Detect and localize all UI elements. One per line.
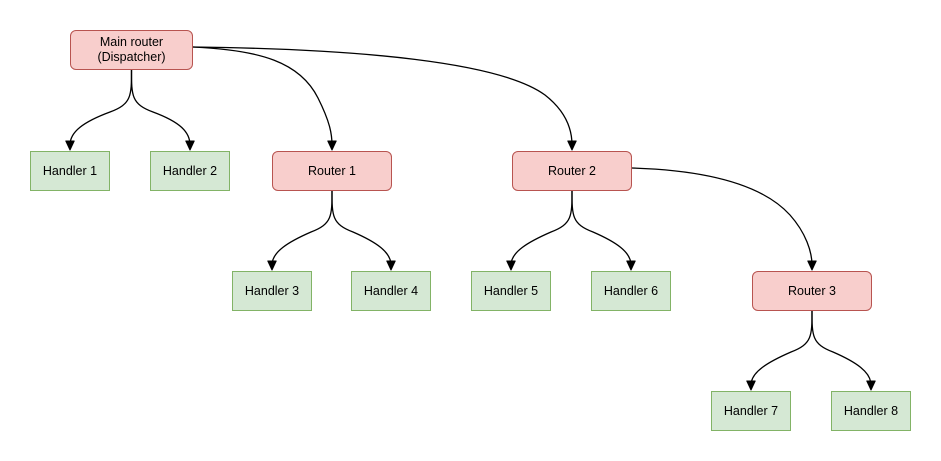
node-label: Handler 3 — [244, 283, 300, 298]
arrowhead-handler2 — [185, 140, 195, 151]
node-label: Handler 2 — [162, 163, 218, 178]
edge-router3-to-handler8 — [811, 310, 872, 386]
node-handler6[interactable]: Handler 6 — [591, 271, 671, 311]
node-label: Handler 6 — [603, 283, 659, 298]
edge-main-to-handler2 — [130, 69, 191, 146]
node-label: Handler 4 — [363, 283, 419, 298]
node-handler7[interactable]: Handler 7 — [711, 391, 791, 431]
arrowhead-router2 — [567, 140, 577, 151]
node-label: Handler 1 — [42, 163, 98, 178]
edge-main-to-router1 — [192, 46, 333, 146]
arrowhead-handler5 — [506, 260, 516, 271]
node-label: Handler 8 — [843, 403, 899, 418]
node-label: Main router (Dispatcher) — [97, 35, 166, 64]
node-router3[interactable]: Router 3 — [752, 271, 872, 311]
node-label: Router 3 — [788, 283, 836, 298]
arrowhead-router1 — [327, 140, 337, 151]
node-label: Router 1 — [308, 163, 356, 178]
node-label: Handler 5 — [483, 283, 539, 298]
edge-router1-to-handler4 — [331, 190, 392, 266]
node-handler1[interactable]: Handler 1 — [30, 151, 110, 191]
node-router1[interactable]: Router 1 — [272, 151, 392, 191]
arrowhead-router3 — [807, 260, 817, 271]
edge-router2-to-handler5 — [510, 190, 573, 266]
node-handler5[interactable]: Handler 5 — [471, 271, 551, 311]
arrowhead-handler8 — [866, 380, 876, 391]
node-label: Router 2 — [548, 163, 596, 178]
node-main[interactable]: Main router (Dispatcher) — [70, 30, 193, 70]
edge-main-to-handler1 — [69, 69, 133, 146]
node-label: Handler 7 — [723, 403, 779, 418]
node-router2[interactable]: Router 2 — [512, 151, 632, 191]
arrowhead-handler6 — [626, 260, 636, 271]
edge-router1-to-handler3 — [271, 190, 333, 266]
arrowhead-handler4 — [386, 260, 396, 271]
arrowhead-handler3 — [267, 260, 277, 271]
node-handler4[interactable]: Handler 4 — [351, 271, 431, 311]
node-handler8[interactable]: Handler 8 — [831, 391, 911, 431]
arrowhead-handler7 — [746, 380, 756, 391]
edge-main-to-router2 — [192, 46, 573, 146]
arrowhead-handler1 — [65, 140, 75, 151]
node-handler3[interactable]: Handler 3 — [232, 271, 312, 311]
edge-router2-to-router3 — [631, 167, 813, 266]
edge-router2-to-handler6 — [571, 190, 632, 266]
node-handler2[interactable]: Handler 2 — [150, 151, 230, 191]
edge-router3-to-handler7 — [750, 310, 813, 386]
